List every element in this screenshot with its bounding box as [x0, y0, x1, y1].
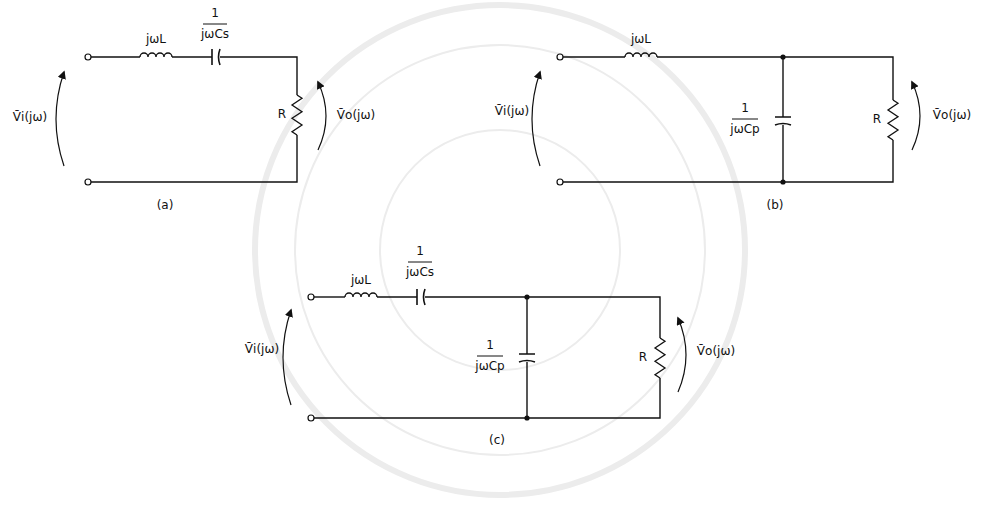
capacitor-symbol	[417, 289, 425, 305]
input-voltage-label: V̄i(jω)	[13, 111, 47, 124]
inductor-symbol	[625, 53, 657, 57]
resistor-label: R	[873, 113, 881, 126]
inductor-symbol	[140, 53, 172, 57]
output-voltage-label: V̄o(jω)	[337, 109, 375, 122]
fraction-bar	[203, 24, 227, 25]
fraction-denominator: jωCp	[475, 360, 504, 373]
watermark-seal	[255, 5, 745, 495]
wire	[377, 296, 417, 297]
voltage-arrow	[912, 82, 920, 150]
junction-dot	[524, 415, 529, 420]
fraction-bar	[732, 119, 758, 120]
impedance-label: jωL	[351, 274, 371, 287]
fraction-numerator: 1	[486, 339, 494, 352]
junction-dot	[780, 179, 785, 184]
inductor-symbol	[345, 293, 377, 297]
wire	[91, 56, 140, 57]
wire	[657, 57, 893, 100]
wire	[526, 362, 527, 418]
fraction-denominator: jωCs	[201, 28, 229, 41]
resistor-label: R	[639, 351, 647, 364]
wire	[563, 56, 625, 57]
wire	[425, 297, 660, 338]
input-voltage-label: V̄i(jω)	[495, 105, 529, 118]
figure-caption: (a)	[157, 199, 174, 212]
junction-dot	[780, 54, 785, 59]
wire	[220, 57, 297, 95]
voltage-arrow	[56, 72, 64, 166]
resistor-symbol	[655, 338, 665, 378]
wire	[782, 125, 783, 182]
terminal	[308, 415, 314, 421]
voltage-arrow	[283, 310, 291, 405]
capacitor-symbol	[775, 117, 791, 125]
resistor-label: R	[278, 108, 286, 121]
wire	[314, 378, 660, 418]
watermark-ring	[380, 130, 620, 370]
input-voltage-label: V̄i(jω)	[245, 343, 279, 356]
impedance-label: jωL	[146, 33, 166, 46]
output-voltage-label: V̄o(jω)	[933, 109, 971, 122]
wire	[526, 297, 527, 354]
fraction-bar	[408, 262, 432, 263]
output-voltage-label: V̄o(jω)	[697, 345, 735, 358]
terminal	[85, 54, 91, 60]
fraction-numerator: 1	[741, 102, 749, 115]
figure-caption: (b)	[767, 199, 784, 212]
terminal	[557, 54, 563, 60]
terminal	[308, 294, 314, 300]
capacitor-symbol	[212, 49, 220, 65]
circuit-lines	[56, 24, 920, 421]
terminal	[85, 179, 91, 185]
fraction-bar	[477, 356, 503, 357]
wire	[563, 140, 893, 182]
terminal	[557, 179, 563, 185]
wire	[91, 135, 297, 182]
voltage-arrow	[532, 72, 540, 166]
resistor-symbol	[292, 95, 302, 135]
watermark-ring	[295, 45, 705, 455]
fraction-numerator: 1	[416, 245, 424, 258]
impedance-label: jωL	[631, 33, 651, 46]
wire	[172, 56, 212, 57]
fraction-denominator: jωCp	[730, 123, 759, 136]
voltage-arrow	[318, 82, 326, 150]
figure-caption: (c)	[489, 434, 505, 447]
wire	[782, 57, 783, 117]
watermark-ring	[255, 5, 745, 495]
fraction-numerator: 1	[211, 7, 219, 20]
capacitor-symbol	[519, 354, 535, 362]
junction-dot	[524, 294, 529, 299]
resistor-symbol	[888, 100, 898, 140]
fraction-denominator: jωCs	[406, 266, 434, 279]
wire	[314, 296, 345, 297]
voltage-arrow	[678, 318, 686, 392]
